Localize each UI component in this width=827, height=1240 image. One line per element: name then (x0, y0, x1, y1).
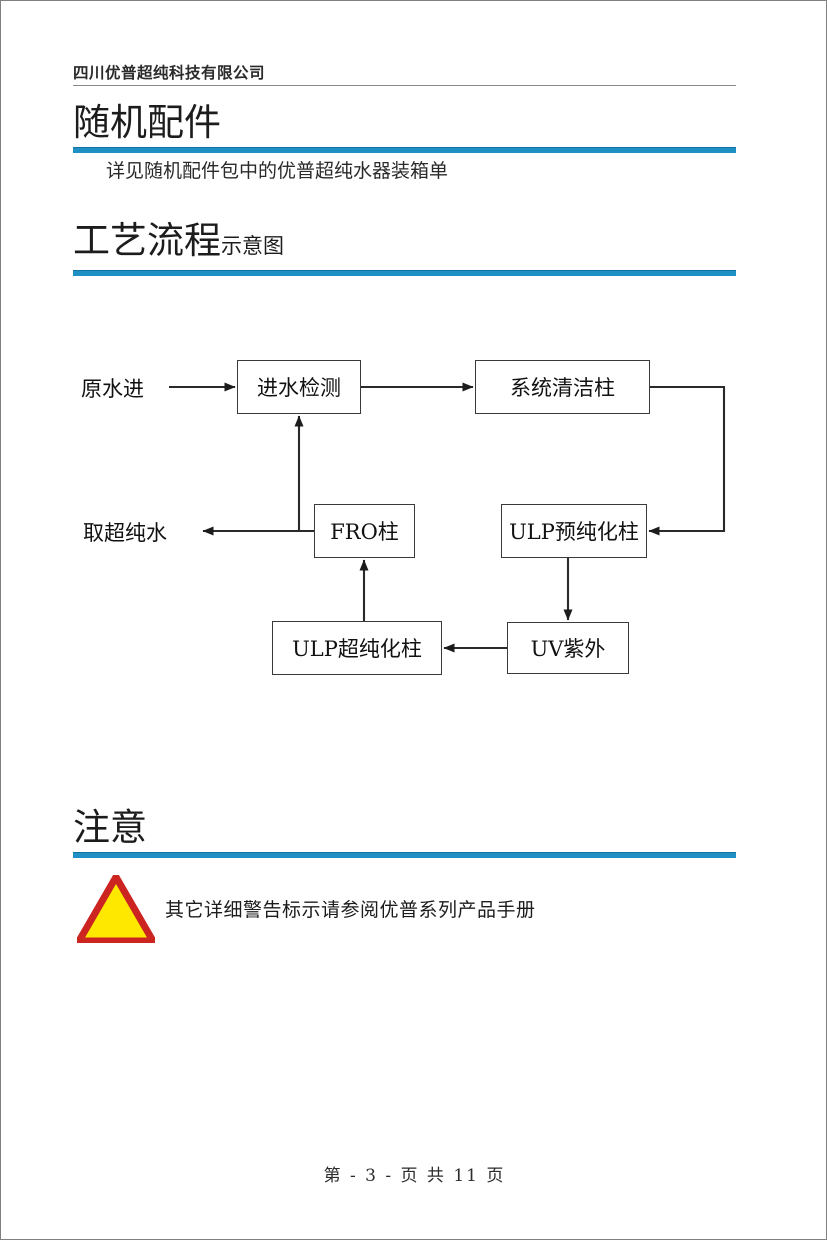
company-name: 四川优普超纯科技有限公司 (73, 64, 266, 82)
notice-heading: 注意 (73, 806, 147, 849)
flow-node-ulp-ultra-purification[interactable]: ULP超纯化柱 (272, 621, 442, 675)
flow-label-take-ultrapure-water: 取超纯水 (83, 521, 167, 545)
section-notice: 注意 (73, 806, 736, 858)
accessories-heading-rule (73, 147, 736, 153)
flow-node-inlet-test[interactable]: 进水检测 (237, 360, 361, 414)
flow-label-raw-water-in: 原水进 (81, 377, 144, 401)
edge-sysclean-to-ulppre (648, 385, 726, 536)
warning-triangle-icon (77, 875, 155, 943)
accessories-heading: 随机配件 (73, 101, 221, 144)
running-header: 四川优普超纯科技有限公司 (73, 63, 736, 86)
flow-node-uv[interactable]: UV紫外 (507, 622, 629, 674)
flow-node-system-clean-column[interactable]: 系统清洁柱 (475, 360, 650, 414)
process-heading-rule (73, 270, 736, 276)
process-heading-main: 工艺流程 (73, 219, 221, 262)
flow-node-fro-column[interactable]: FRO柱 (314, 504, 415, 558)
header-divider (73, 85, 736, 86)
notice-warning-row: 其它详细警告标示请参阅优普系列产品手册 (73, 875, 736, 945)
page-footer: 第 - 3 - 页 共 11 页 (323, 1166, 506, 1186)
flow-node-ulp-pre-purification[interactable]: ULP预纯化柱 (501, 504, 647, 558)
section-accessories: 随机配件 (73, 101, 736, 153)
process-heading-sub: 示意图 (221, 234, 284, 258)
notice-warning-text: 其它详细警告标示请参阅优普系列产品手册 (165, 899, 536, 921)
section-process: 工艺流程示意图 (73, 219, 736, 276)
accessories-body-text: 详见随机配件包中的优普超纯水器装箱单 (106, 160, 449, 182)
accessories-body-wrap: 详见随机配件包中的优普超纯水器装箱单 (106, 156, 736, 186)
process-heading: 工艺流程示意图 (73, 219, 736, 268)
notice-heading-rule (73, 852, 736, 858)
